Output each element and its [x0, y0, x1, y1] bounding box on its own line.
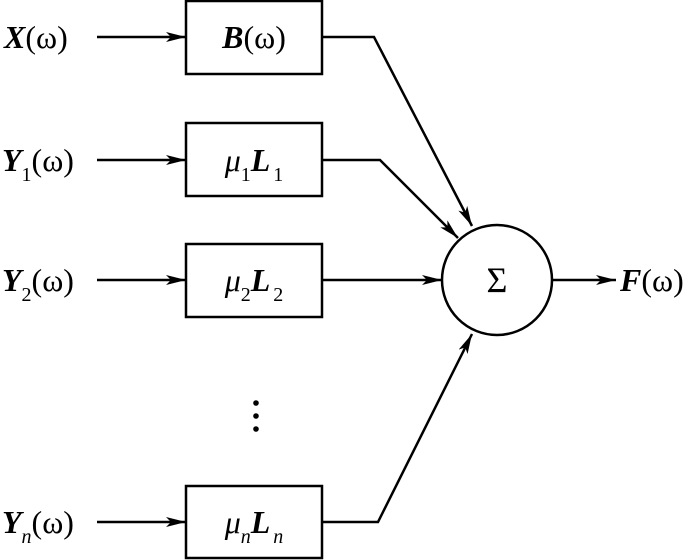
connector-l1-to-sum	[322, 158, 459, 239]
block-label-b: B(ω)	[221, 19, 286, 55]
connector-ln-to-sum	[322, 333, 474, 524]
sigma-symbol: Σ	[487, 260, 508, 300]
summing-junction: Σ	[440, 223, 554, 337]
input-label-y1: Y1(ω)	[2, 142, 74, 186]
ellipsis-dots	[253, 400, 259, 432]
input-label-yn: Yn(ω)	[2, 504, 74, 548]
output-label-f: F(ω)	[619, 262, 684, 298]
input-row-x: X(ω) B(ω)	[3, 0, 474, 227]
input-label-y2: Y2(ω)	[2, 262, 74, 306]
connector-b-to-sum	[322, 35, 474, 227]
block-l2	[184, 242, 324, 319]
output: F(ω)	[552, 262, 684, 298]
block-ln	[184, 484, 324, 560]
block-b	[184, 0, 324, 76]
input-label-x: X(ω)	[3, 19, 68, 55]
